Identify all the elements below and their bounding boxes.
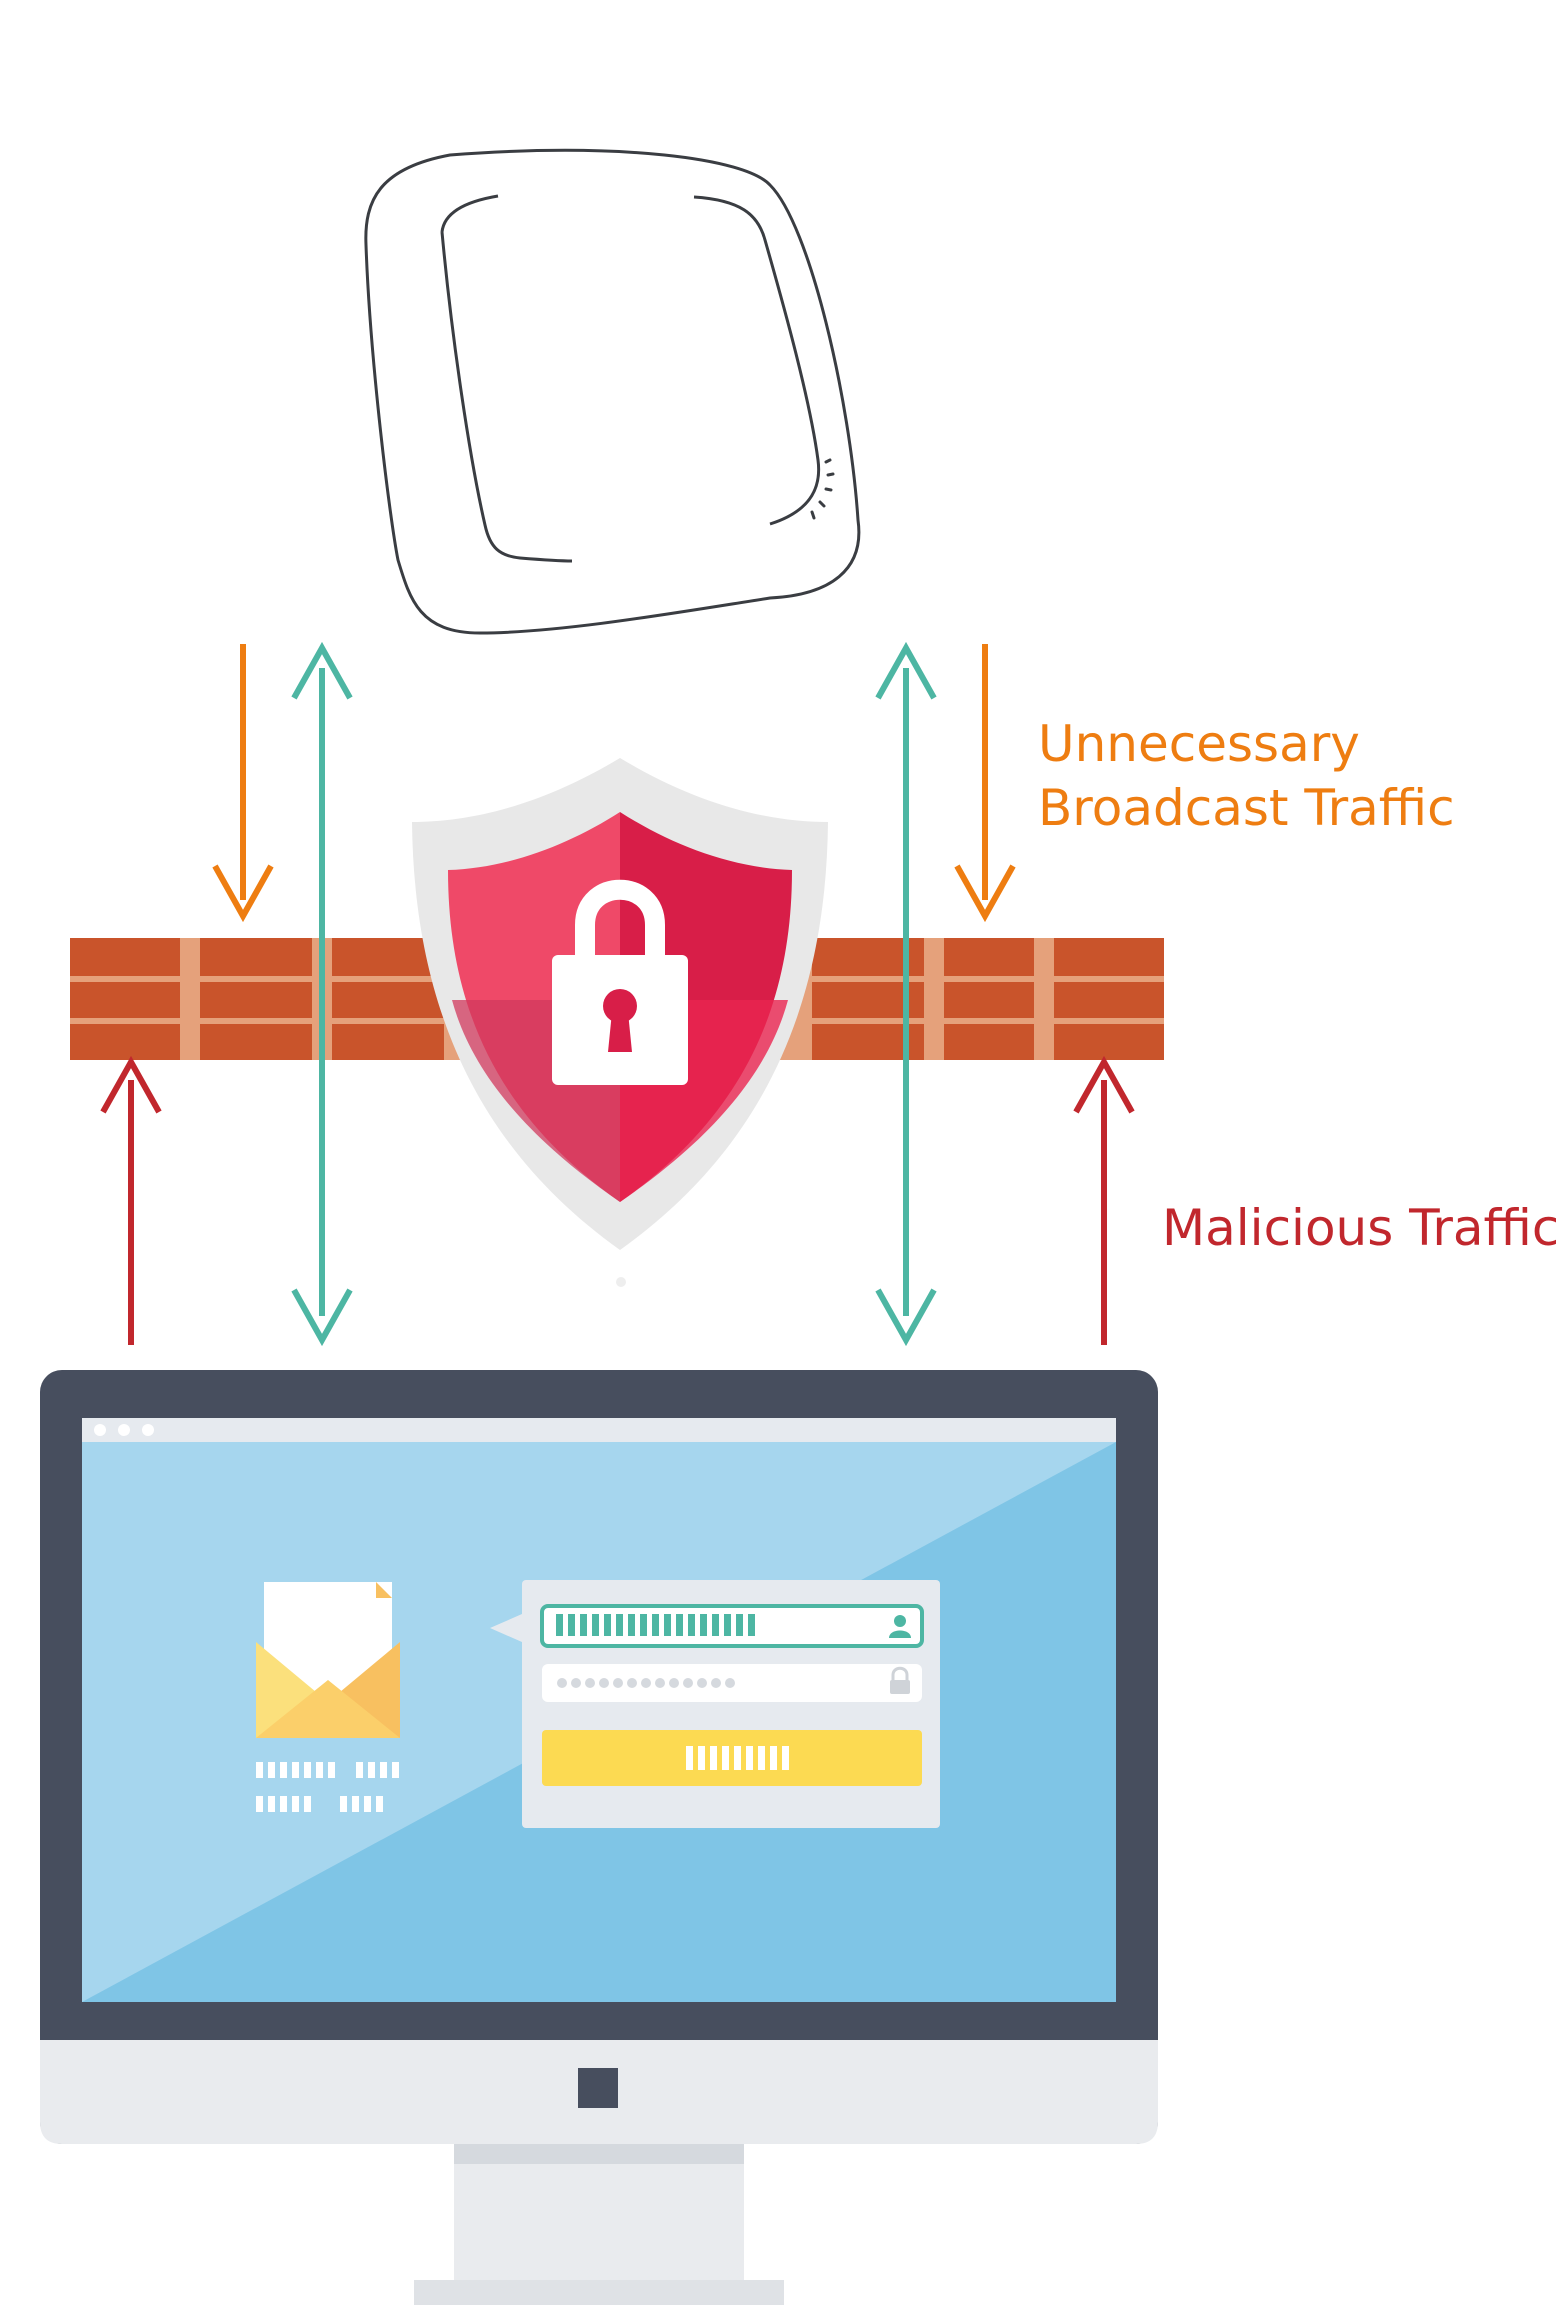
button-label-char: [710, 1746, 717, 1770]
username-mask-char: [616, 1614, 623, 1636]
broadcast-label-line2: Broadcast Traffic: [1038, 779, 1455, 837]
username-mask-char: [556, 1614, 563, 1636]
username-mask-char: [628, 1614, 635, 1636]
monitor-logo: [578, 2068, 618, 2108]
envelope-text-char: [376, 1796, 383, 1812]
password-mask-dot: [697, 1678, 707, 1688]
brick: [1054, 1024, 1164, 1060]
username-mask-char: [748, 1614, 755, 1636]
broadcast-traffic-label: Unnecessary Broadcast Traffic: [1038, 712, 1455, 840]
username-mask-char: [604, 1614, 611, 1636]
brick: [944, 938, 1034, 976]
button-label-char: [698, 1746, 705, 1770]
envelope-text-char: [304, 1796, 311, 1812]
lock-icon: [890, 1666, 910, 1694]
username-mask-char: [676, 1614, 683, 1636]
brick: [332, 982, 444, 1018]
button-label-char: [782, 1746, 789, 1770]
password-mask-dot: [725, 1678, 735, 1688]
brick: [200, 938, 312, 976]
envelope-text-char: [364, 1796, 371, 1812]
password-field: [542, 1664, 922, 1702]
envelope-text-char: [356, 1762, 363, 1778]
brick: [1054, 982, 1164, 1018]
password-mask-dot: [627, 1678, 637, 1688]
brick: [200, 982, 312, 1018]
password-mask-dot: [669, 1678, 679, 1688]
envelope-text-char: [280, 1762, 287, 1778]
envelope-text-char: [292, 1762, 299, 1778]
brick: [944, 1024, 1034, 1060]
button-label-char: [722, 1746, 729, 1770]
username-field: [540, 1604, 924, 1648]
pivot-dot: [616, 1277, 626, 1287]
envelope-text-char: [340, 1796, 347, 1812]
malicious-traffic-label: Malicious Traffic: [1162, 1199, 1556, 1257]
envelope-text-char: [304, 1762, 311, 1778]
button-label-char: [686, 1746, 693, 1770]
brick: [70, 982, 180, 1018]
envelope-text-char: [328, 1762, 335, 1778]
brick: [70, 938, 180, 976]
password-mask-dot: [655, 1678, 665, 1688]
username-mask-char: [640, 1614, 647, 1636]
password-mask-dot: [557, 1678, 567, 1688]
password-mask-dot: [585, 1678, 595, 1688]
username-mask-char: [712, 1614, 719, 1636]
button-label-char: [746, 1746, 753, 1770]
username-mask-char: [700, 1614, 707, 1636]
button-label-char: [734, 1746, 741, 1770]
brick: [1054, 938, 1164, 976]
window-dot-2: [118, 1424, 130, 1436]
brick: [332, 1024, 444, 1060]
username-mask-char: [664, 1614, 671, 1636]
button-label-char: [758, 1746, 765, 1770]
brick: [944, 982, 1034, 1018]
envelope-text-char: [268, 1762, 275, 1778]
envelope-text-char: [268, 1796, 275, 1812]
button-label-char: [770, 1746, 777, 1770]
envelope-text-char: [256, 1796, 263, 1812]
envelope-text-char: [368, 1762, 375, 1778]
user-icon: [889, 1615, 911, 1638]
envelope-text-char: [316, 1762, 323, 1778]
envelope-icon: [256, 1582, 400, 1812]
envelope-text-char: [280, 1796, 287, 1812]
envelope-text-char: [352, 1796, 359, 1812]
desktop-monitor-icon: [40, 1370, 1158, 2305]
window-titlebar: [82, 1418, 1116, 1442]
shield-icon: [412, 758, 828, 1250]
allowed-traffic-arrows: [291, 641, 937, 1347]
login-panel: [490, 1580, 940, 1828]
window-dot-1: [94, 1424, 106, 1436]
username-mask-char: [724, 1614, 731, 1636]
envelope-text-char: [380, 1762, 387, 1778]
login-button: [542, 1730, 922, 1786]
username-mask-char: [688, 1614, 695, 1636]
password-mask-dot: [599, 1678, 609, 1688]
username-mask-char: [736, 1614, 743, 1636]
username-mask-char: [568, 1614, 575, 1636]
username-mask-char: [580, 1614, 587, 1636]
envelope-text-char: [292, 1796, 299, 1812]
password-mask-dot: [571, 1678, 581, 1688]
brick: [200, 1024, 312, 1060]
envelope-text-char: [392, 1762, 399, 1778]
envelope-text-char: [256, 1762, 263, 1778]
broadcast-traffic-arrows: [212, 644, 1016, 923]
broadcast-label-line1: Unnecessary: [1038, 715, 1360, 773]
malicious-traffic-arrows: [100, 1055, 1135, 1345]
username-mask-char: [592, 1614, 599, 1636]
username-mask-char: [652, 1614, 659, 1636]
password-mask-dot: [711, 1678, 721, 1688]
brick: [70, 1024, 180, 1060]
password-mask-dot: [641, 1678, 651, 1688]
password-mask-dot: [613, 1678, 623, 1688]
padlock-icon: [552, 879, 688, 1085]
access-point-icon: [364, 148, 861, 635]
window-dot-3: [142, 1424, 154, 1436]
password-mask-dot: [683, 1678, 693, 1688]
